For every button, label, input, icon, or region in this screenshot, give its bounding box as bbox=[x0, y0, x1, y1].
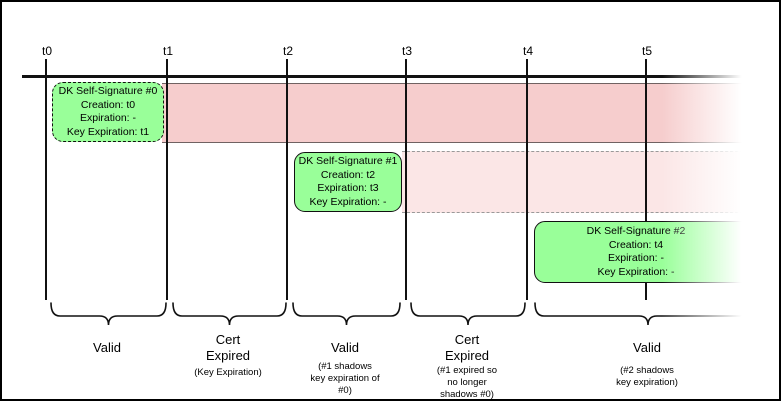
period-3-status: Valid bbox=[331, 340, 359, 355]
brace-period-2 bbox=[172, 302, 287, 326]
brace-period-3 bbox=[292, 302, 401, 326]
signature-1-creation: Creation: t2 bbox=[320, 168, 376, 181]
period-label-2: Cert Expired (Key Expiration) bbox=[153, 332, 303, 379]
period-label-5: Valid (#2 shadows key expiration) bbox=[572, 340, 722, 389]
tick-line-t3 bbox=[405, 59, 407, 300]
period-1-status: Valid bbox=[93, 340, 121, 355]
period-2-status: Cert Expired bbox=[205, 332, 251, 363]
tick-label-t2: t2 bbox=[282, 44, 294, 58]
signature-2-creation: Creation: t4 bbox=[608, 238, 664, 251]
signature-2-expiration: Expiration: - bbox=[607, 252, 665, 264]
right-fade-overlay bbox=[662, 42, 779, 334]
tick-line-t0 bbox=[45, 59, 47, 300]
tick-label-t3: t3 bbox=[401, 44, 413, 58]
signature-0-key-expiration: Key Expiration: t1 bbox=[66, 125, 150, 138]
signature-1-title: DK Self-Signature #1 bbox=[298, 155, 398, 167]
signature-1-key-expiration: Key Expiration: - bbox=[309, 195, 387, 208]
signature-2-key-expiration: Key Expiration: - bbox=[597, 265, 675, 278]
period-5-status: Valid bbox=[633, 340, 661, 355]
signature-2-title: DK Self-Signature #2 bbox=[586, 225, 686, 237]
signature-0-expiration: Expiration: - bbox=[79, 112, 137, 124]
tick-label-t5: t5 bbox=[641, 44, 653, 58]
period-3-note: (#1 shadows key expiration of #0) bbox=[310, 361, 380, 396]
brace-period-4 bbox=[410, 302, 526, 326]
tick-label-t0: t0 bbox=[41, 44, 53, 58]
period-2-note: (Key Expiration) bbox=[194, 367, 262, 378]
signature-box-0: DK Self-Signature #0 Creation: t0 Expira… bbox=[52, 82, 164, 142]
period-label-4: Cert Expired (#1 expired so no longer sh… bbox=[392, 332, 542, 400]
brace-period-1 bbox=[50, 302, 167, 326]
tick-label-t1: t1 bbox=[162, 44, 174, 58]
period-5-note: (#2 shadows key expiration) bbox=[616, 365, 678, 388]
period-4-note: (#1 expired so no longer shadows #0) bbox=[436, 365, 498, 400]
period-label-1: Valid bbox=[32, 340, 182, 356]
tick-line-t4 bbox=[526, 59, 528, 300]
tick-line-t1 bbox=[166, 59, 168, 300]
signature-0-creation: Creation: t0 bbox=[80, 98, 136, 111]
tick-line-t2 bbox=[286, 59, 288, 300]
signature-1-expiration: Expiration: t3 bbox=[317, 182, 379, 194]
signature-0-title: DK Self-Signature #0 bbox=[58, 85, 158, 97]
signature-box-1: DK Self-Signature #1 Creation: t2 Expira… bbox=[294, 152, 402, 212]
tick-line-t5 bbox=[645, 59, 647, 300]
time-axis-line bbox=[22, 75, 757, 78]
period-label-3: Valid (#1 shadows key expiration of #0) bbox=[270, 340, 420, 397]
validity-band-signature-0 bbox=[162, 83, 758, 143]
period-4-status: Cert Expired bbox=[444, 332, 490, 363]
tick-label-t4: t4 bbox=[522, 44, 534, 58]
